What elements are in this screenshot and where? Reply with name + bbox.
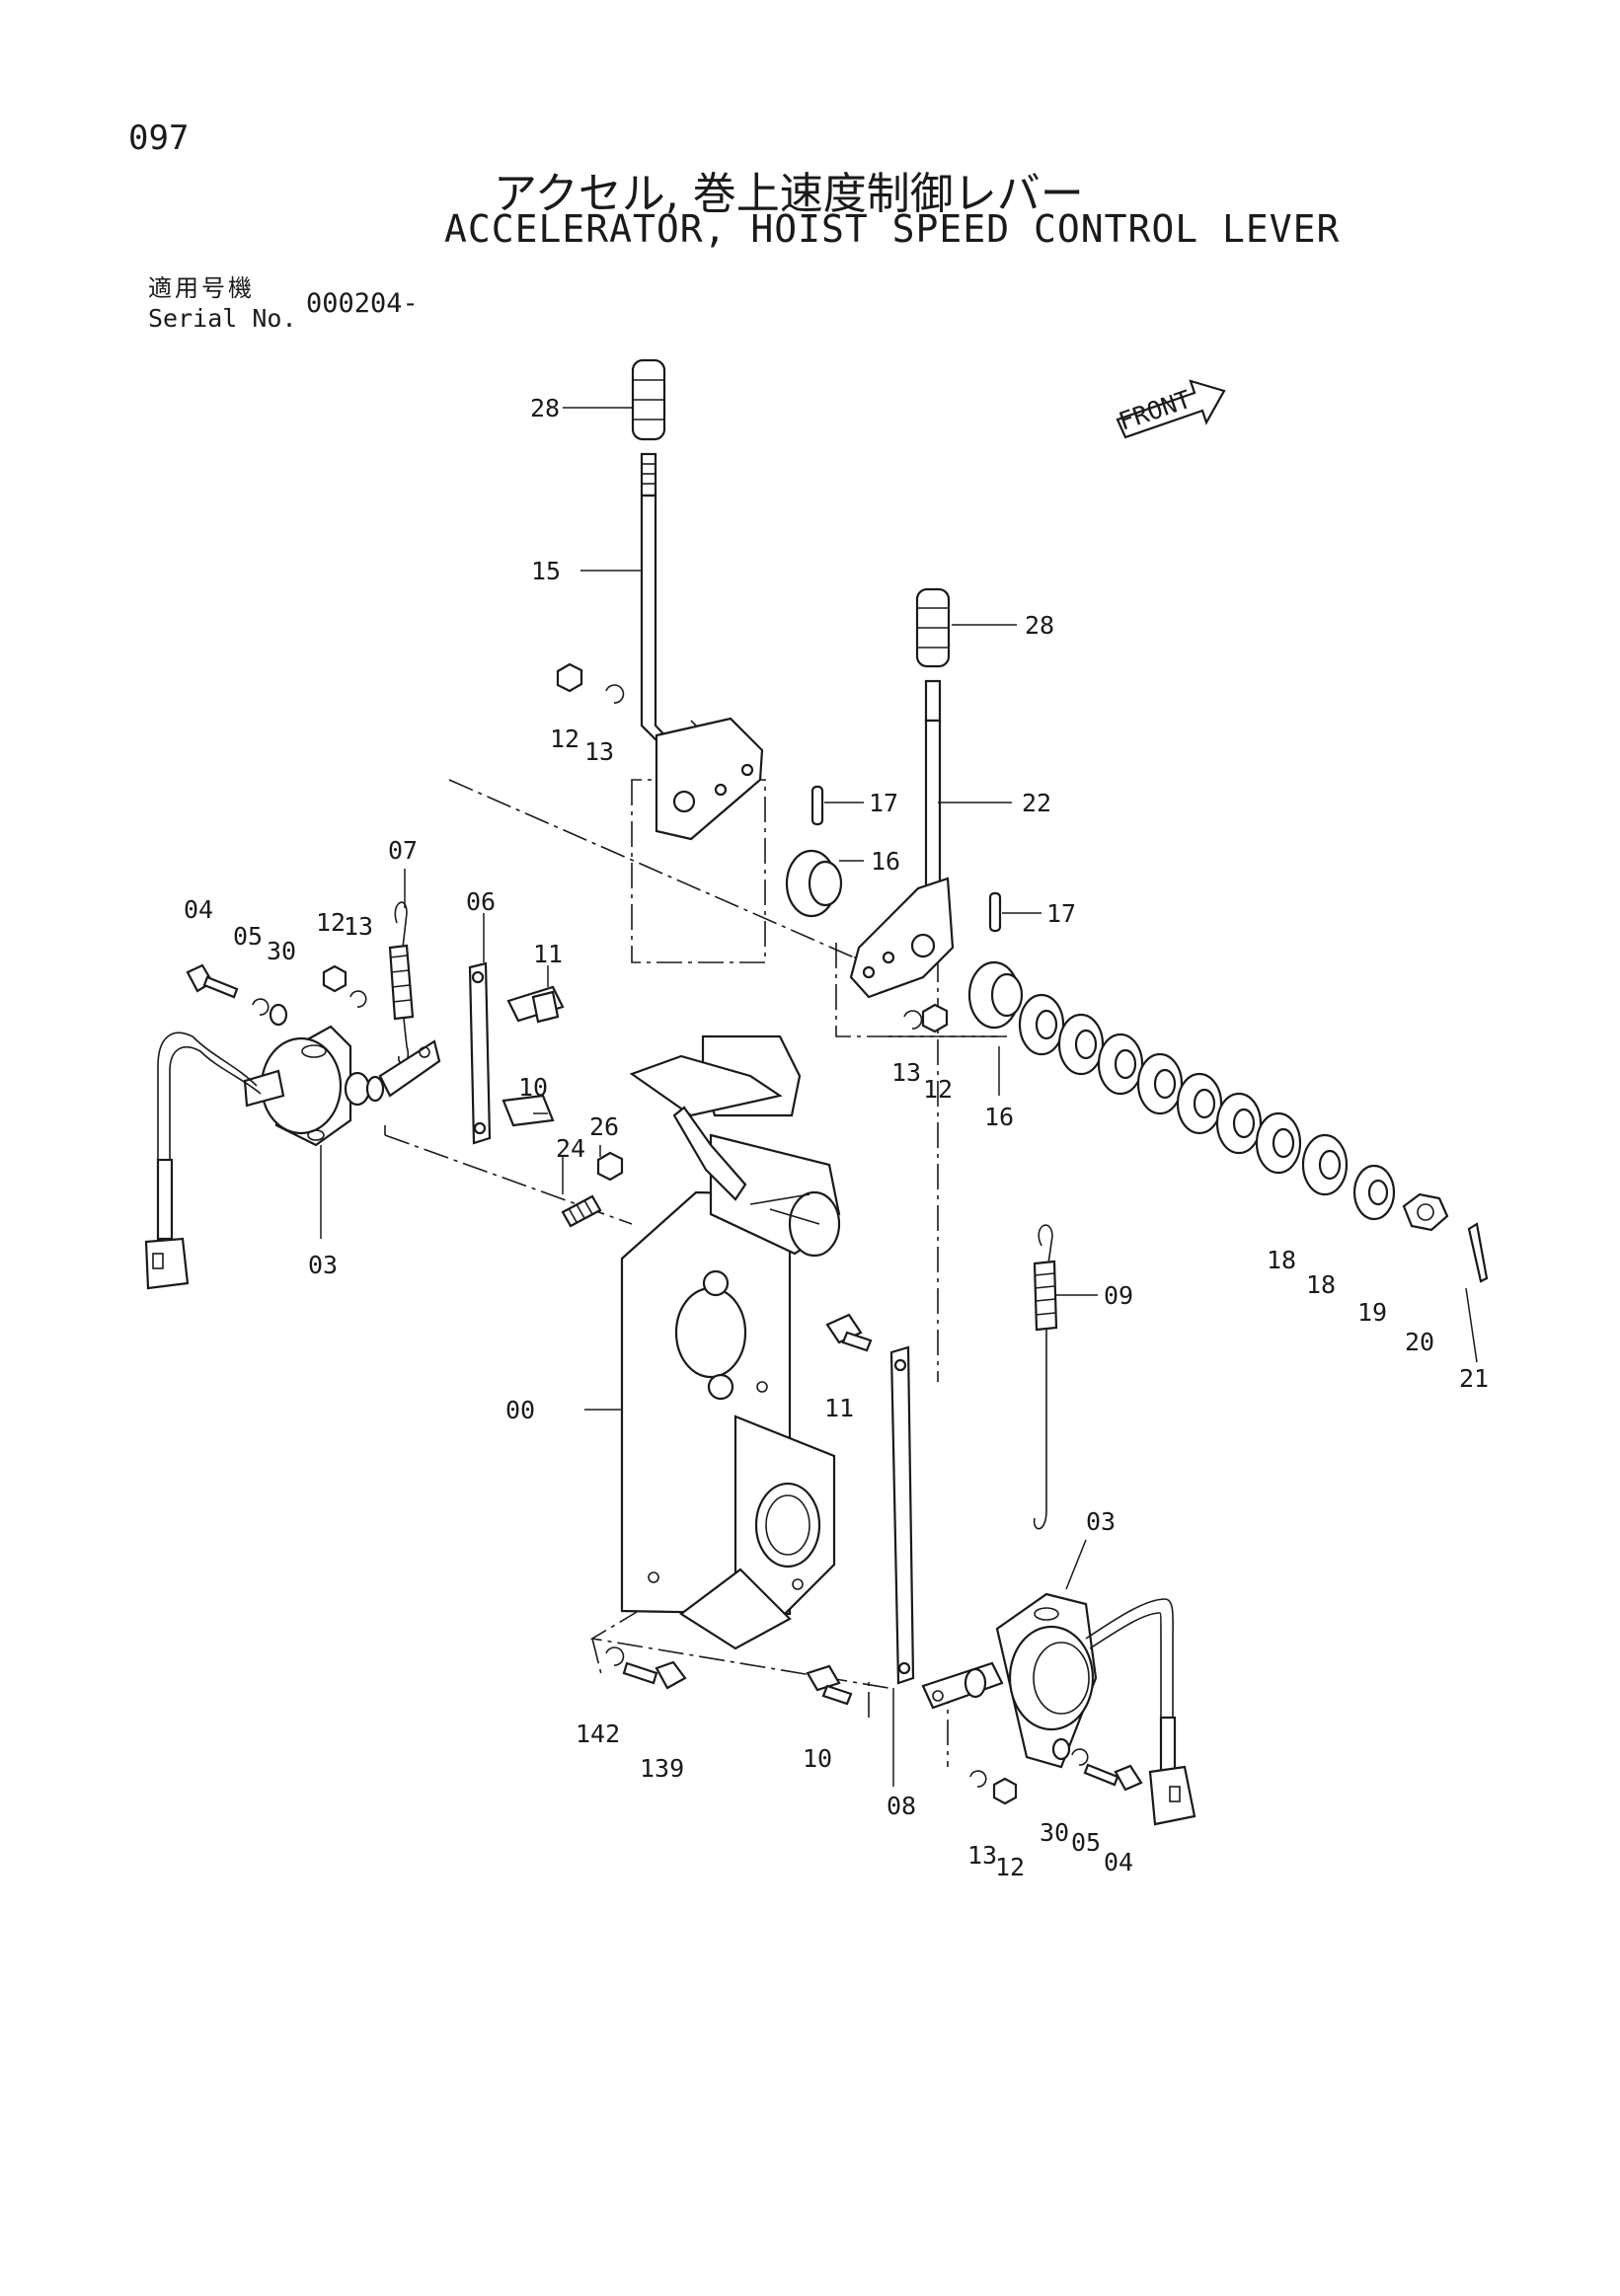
callout-12-lower: 12 [995,1853,1025,1881]
callout-28-upper: 28 [530,394,560,422]
callout-139: 139 [640,1754,684,1783]
callout-142: 142 [576,1720,620,1748]
callout-04-left: 04 [184,895,213,924]
callout-26: 26 [589,1112,619,1141]
callout-15: 15 [531,557,561,585]
front-arrow-icon: FRONT [1116,379,1226,439]
callout-05-right: 05 [1071,1828,1101,1857]
callout-12-upper: 12 [550,725,579,753]
callout-07: 07 [388,836,418,865]
callout-24: 24 [556,1134,585,1163]
spring-07 [388,901,415,1065]
callout-12-mid: 12 [923,1075,953,1104]
callout-17-upper: 17 [869,789,898,817]
page-number: 097 [128,118,190,158]
shaft-assembly [629,1034,841,1258]
collar-16-upper [785,849,843,918]
callout-05-left: 05 [233,922,263,951]
serial-label-japanese: 適用号機 [148,274,255,302]
callout-19: 19 [1357,1298,1387,1327]
control-lever-22 [849,587,955,999]
callout-18-a: 18 [1267,1246,1296,1274]
callout-11-upper: 11 [533,940,563,968]
front-arrow-label: FRONT [1116,385,1196,436]
part-callouts: 28 15 28 12 13 17 22 16 17 13 12 16 07 0… [184,394,1489,1881]
callout-09: 09 [1104,1281,1133,1310]
callout-06: 06 [466,887,496,916]
callout-17-lower: 17 [1046,899,1076,928]
callout-18-b: 18 [1306,1270,1336,1299]
sensor-03-right [921,1592,1196,1826]
callout-13-lower: 13 [967,1841,997,1870]
serial-number-value: 000204- [306,288,419,319]
callout-30-left: 30 [267,937,296,965]
callout-03-left: 03 [308,1251,338,1279]
callout-28-lower: 28 [1025,611,1054,640]
page-title-japanese: アクセル, 巻上速度制御レバー [494,169,1084,219]
callout-08: 08 [887,1792,916,1820]
link-rod-08 [889,1345,915,1685]
callout-leader-lines [320,407,1478,1787]
fasteners [186,662,1143,1805]
collar-16-lower [967,960,1024,1030]
page-title-english: ACCELERATOR, HOIST SPEED CONTROL LEVER [444,207,1341,251]
castle-nut-20 [1402,1192,1449,1232]
control-lever-15 [631,358,764,841]
callout-16-lower: 16 [984,1103,1014,1131]
callout-10-upper: 10 [518,1073,548,1102]
callout-20: 20 [1405,1328,1434,1356]
washer-19 [1352,1164,1396,1221]
callout-00: 00 [505,1396,535,1424]
callout-16-upper: 16 [871,847,900,876]
main-bracket-00 [620,1190,836,1650]
serial-label-english: Serial No. [148,304,297,333]
callout-13-upper: 13 [584,737,614,766]
sensor-03-left [144,1025,441,1290]
callout-11-lower: 11 [824,1394,854,1422]
callout-04-right: 04 [1104,1848,1133,1876]
callout-12-left: 12 [316,908,346,937]
spring-09 [1033,1224,1058,1530]
cotter-pin-21 [1467,1222,1489,1283]
callout-03-right: 03 [1086,1507,1116,1536]
pin-17-lower [988,891,1002,933]
callout-21: 21 [1459,1364,1489,1393]
callout-13-mid: 13 [891,1058,921,1087]
callout-10-lower: 10 [803,1744,832,1773]
washer-stack-18 [1018,993,1349,1196]
callout-13-left: 13 [344,912,373,941]
callout-22: 22 [1022,789,1051,817]
link-rod-06 [468,961,492,1145]
callout-30-right: 30 [1040,1818,1069,1847]
pin-17-upper [810,785,824,826]
